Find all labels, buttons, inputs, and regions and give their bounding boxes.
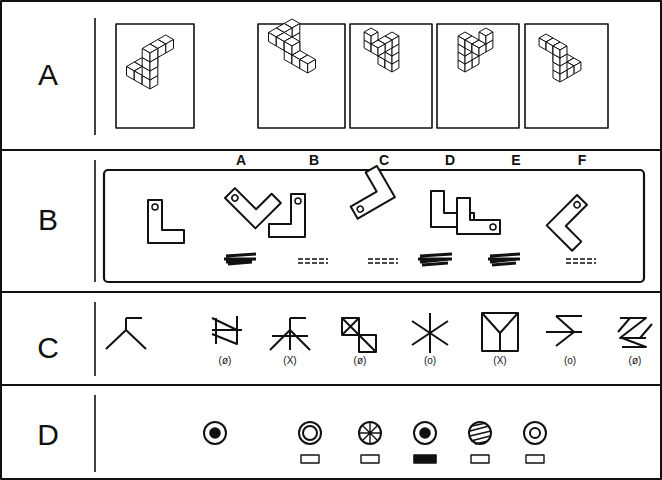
answer-mark: (ø) — [354, 356, 367, 366]
row-label: C — [37, 333, 59, 363]
row-label: D — [37, 420, 59, 450]
answer-mark: (X) — [493, 356, 506, 366]
answer-mark: (o) — [564, 356, 576, 366]
answer-mark: (o) — [424, 356, 436, 366]
row-label: A — [38, 60, 58, 90]
option-letter: F — [578, 153, 587, 167]
answer-mark: (ø) — [629, 356, 642, 366]
row-label: B — [38, 205, 58, 235]
option-letter: E — [511, 153, 520, 167]
answer-mark: (X) — [283, 356, 296, 366]
option-letter: B — [309, 153, 319, 167]
option-letter: A — [236, 153, 246, 167]
answer-mark: (ø) — [219, 356, 232, 366]
option-letter: D — [445, 153, 455, 167]
option-letter: C — [379, 153, 389, 167]
